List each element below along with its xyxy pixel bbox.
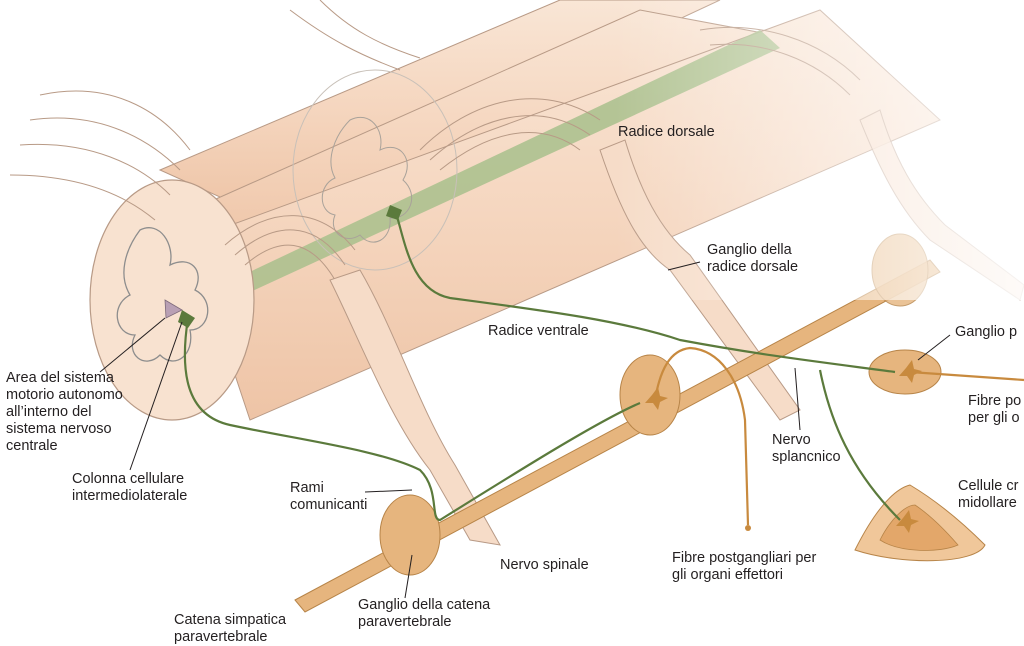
chain-ganglion-1: [379, 494, 441, 576]
label-line: comunicanti: [290, 497, 368, 513]
label-line: all’interno del: [6, 404, 92, 420]
adrenal-gland: [854, 484, 986, 562]
leader-ganglio-catena: [404, 554, 413, 599]
label-line: Cellule cr: [958, 478, 1019, 494]
label-line: Colonna cellulare: [72, 471, 185, 487]
label-radice-ventrale: Radice ventrale: [488, 323, 589, 339]
neuron-body-adrenal: [896, 510, 919, 533]
label-cellule-cr: Cellule cr midollare: [958, 478, 1018, 512]
leader-ganglio-p: [917, 334, 951, 361]
label-fibre-po: Fibre po per gli o: [968, 393, 1021, 427]
label-line: Rami: [290, 480, 324, 496]
label-line: Fibre postgangliari per: [672, 550, 817, 566]
label-line: motorio autonomo: [6, 387, 123, 403]
leader-nervo-splancnico: [794, 367, 801, 431]
label-line: per gli o: [968, 410, 1020, 426]
label-ganglio-p: Ganglio p: [955, 324, 1018, 340]
label-line: paravertebrale: [174, 629, 268, 645]
fade-overlay: [0, 0, 1024, 300]
label-catena-simpatica: Catena simpatica paravertebrale: [174, 612, 286, 646]
label-line: Area del sistema: [6, 370, 114, 386]
label-nervo-spinale: Nervo spinale: [500, 557, 589, 573]
chain-ganglion-2: [619, 354, 681, 436]
label-line: Fibre po: [968, 393, 1022, 409]
label-fibre-postgangliari: Fibre postgangliari per gli organi effet…: [672, 550, 816, 584]
postganglionic-fiber-2: [909, 370, 1024, 382]
label-line: Ganglio della catena: [358, 597, 491, 613]
label-line: gli organi effettori: [672, 567, 783, 583]
label-line: midollare: [958, 495, 1017, 511]
leader-area-sistema: [99, 317, 166, 373]
label-line: Nervo: [772, 432, 811, 448]
label-line: Ganglio della: [707, 242, 792, 258]
label-line: radice dorsale: [707, 259, 799, 275]
neuron-body-prevertebral: [899, 360, 922, 383]
adrenal-medulla: [879, 504, 959, 551]
label-area-sistema: Area del sistema motorio autonomo all’in…: [6, 370, 123, 455]
label-line: Catena simpatica: [174, 612, 287, 628]
preganglionic-fiber-1: [183, 317, 641, 522]
label-line: splancnico: [772, 449, 841, 465]
label-line: centrale: [6, 438, 58, 454]
label-line: sistema nervoso: [6, 421, 112, 437]
label-rami-comunicanti: Rami comunicanti: [290, 480, 367, 514]
label-line: intermediolaterale: [72, 488, 188, 504]
preganglionic-fiber-3: [818, 369, 901, 521]
label-colonna-cellulare: Colonna cellulare intermediolaterale: [72, 471, 187, 505]
postganglionic-fiber-1: [653, 346, 750, 526]
leader-rami: [364, 489, 413, 493]
leader-lines: [99, 261, 951, 599]
central-canal: [164, 299, 183, 319]
effector-terminal: [745, 525, 751, 531]
label-radice-dorsale: Radice dorsale: [618, 124, 715, 140]
label-ganglio-radice-dorsale: Ganglio della radice dorsale: [707, 242, 798, 276]
postganglionic-fibers: [653, 346, 1024, 526]
neuron-body-lateral-column: [178, 310, 195, 328]
label-line: paravertebrale: [358, 614, 452, 630]
neuron-body-chain-ganglion: [645, 387, 668, 410]
label-ganglio-catena: Ganglio della catena paravertebrale: [358, 597, 490, 631]
spinal-nerve-1: [329, 269, 501, 546]
leader-colonna: [129, 321, 183, 471]
leader-ganglio-radice: [667, 261, 701, 271]
label-nervo-splancnico: Nervo splancnico: [772, 432, 841, 466]
